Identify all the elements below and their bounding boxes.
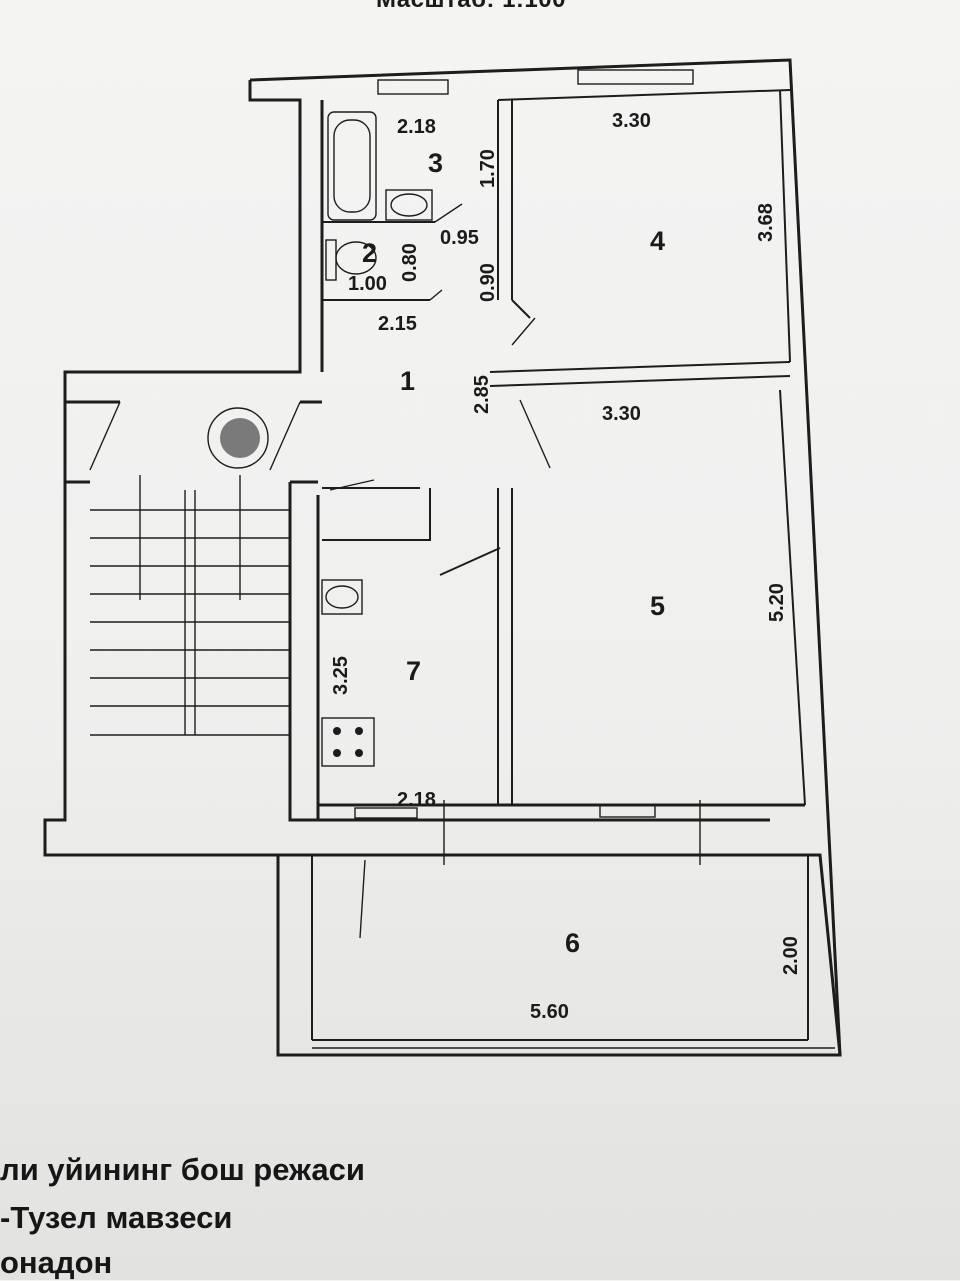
room-2-number: 2	[362, 238, 377, 268]
dim-room4-depth: 3.68	[755, 203, 777, 242]
dim-balcony-width: 5.60	[530, 1001, 569, 1023]
scale-label: Масштаб: 1:100	[376, 0, 566, 14]
caption-line-2: -Тузел мавзеси	[0, 1200, 233, 1235]
dim-balcony-depth: 2.00	[780, 936, 802, 975]
room-4-number: 4	[650, 226, 665, 256]
dim-room4-width: 3.30	[612, 110, 651, 132]
dim-kitchen-depth: 3.25	[330, 656, 352, 695]
landing-disc-icon	[207, 407, 269, 469]
dim-room5-depth: 5.20	[766, 583, 788, 622]
bathtub-icon	[327, 111, 377, 221]
dim-hall-width: 2.15	[378, 313, 417, 335]
toilet-icon	[325, 239, 377, 281]
caption-line-1: ли уйининг бош режаси	[0, 1152, 365, 1187]
dim-wc-width: 1.00	[348, 273, 387, 295]
stove-icon	[321, 717, 375, 767]
room-5-number: 5	[650, 591, 665, 621]
window-top	[377, 69, 694, 95]
dim-room5-width: 3.30	[602, 403, 641, 425]
room-3-number: 3	[428, 148, 443, 178]
dim-kitchen-width: 2.18	[397, 789, 436, 811]
room4-walls	[489, 89, 791, 387]
dim-hall-depth: 2.85	[471, 375, 493, 414]
staircase	[90, 475, 290, 736]
dim-bath-width: 2.18	[397, 116, 436, 138]
caption-line-3: онадон	[0, 1245, 113, 1280]
dim-bath-depth: 1.70	[477, 149, 499, 188]
dim-corridor-gap: 0.90	[477, 263, 499, 302]
room-7-number: 7	[406, 656, 421, 686]
dim-wc-depth: 0.80	[399, 243, 421, 282]
sink-icon	[385, 189, 433, 221]
kitchen-sink-icon	[321, 579, 363, 615]
doors	[89, 203, 551, 939]
balcony	[276, 853, 842, 1057]
room-1-number: 1	[400, 366, 415, 396]
room5-walls	[497, 389, 806, 806]
outer-walls	[43, 58, 842, 1056]
room-6-number: 6	[565, 928, 580, 958]
kitchen-walls	[322, 487, 501, 576]
dim-door-bath: 0.95	[440, 227, 479, 249]
wet-zone	[322, 89, 791, 319]
